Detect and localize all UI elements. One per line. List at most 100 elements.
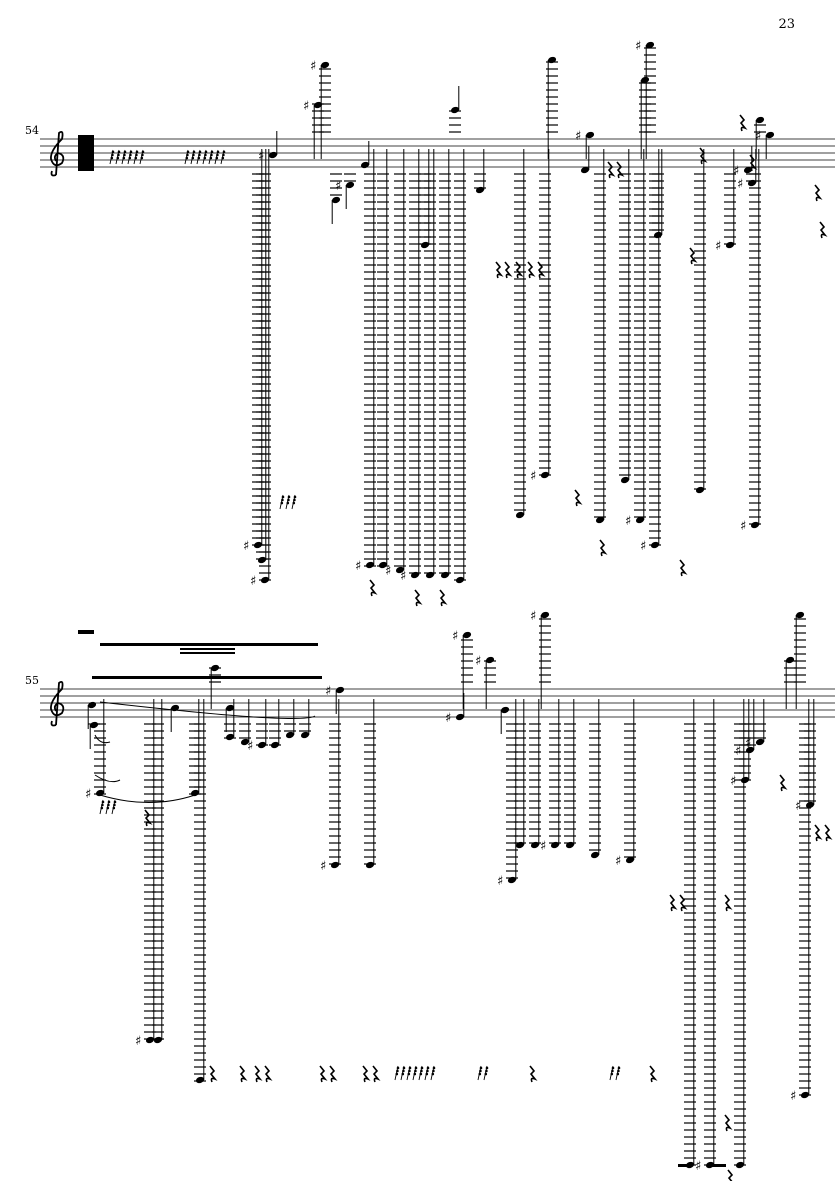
- notehead: [755, 738, 765, 746]
- rest-flag: [407, 1072, 411, 1076]
- notehead: [725, 241, 735, 249]
- notehead: [540, 611, 550, 619]
- notehead: [257, 741, 267, 749]
- quarter-rest-icon: [254, 1065, 263, 1083]
- rest-flag: [191, 156, 195, 160]
- notehead: [345, 181, 355, 189]
- rest-flag: [134, 156, 138, 160]
- notehead: [420, 241, 430, 249]
- rest-flag: [216, 150, 220, 154]
- rest-flag: [123, 150, 127, 154]
- notehead: [740, 776, 750, 784]
- quarter-rest-icon: [824, 824, 833, 842]
- rest-flag: [101, 800, 105, 804]
- notehead: [268, 151, 278, 159]
- sharp-icon: ♯: [635, 39, 641, 54]
- rest-flag: [113, 800, 117, 804]
- sharp-icon: ♯: [475, 654, 481, 669]
- rest-flag: [402, 1069, 405, 1073]
- notehead: [507, 876, 517, 884]
- sharp-icon: ♯: [640, 539, 646, 554]
- notehead: [750, 521, 760, 529]
- notehead: [580, 166, 590, 174]
- sharp-icon: ♯: [755, 129, 761, 144]
- rest-flag: [141, 150, 145, 154]
- quarter-rest-icon: [329, 1065, 338, 1083]
- notehead: [450, 106, 460, 114]
- notehead: [257, 556, 267, 564]
- rest-flag: [485, 1069, 488, 1073]
- rest-flag: [395, 1072, 399, 1076]
- slur: [94, 734, 121, 783]
- rest-flag: [432, 1069, 435, 1073]
- rest-flag: [122, 156, 126, 160]
- notehead: [515, 511, 525, 519]
- notehead: [765, 131, 775, 139]
- notehead: [795, 611, 805, 619]
- sharp-icon: ♯: [335, 179, 341, 194]
- half-rest: [678, 1164, 692, 1167]
- quarter-rest-icon: [369, 579, 378, 597]
- notehead: [225, 704, 235, 712]
- sharp-icon: ♯: [452, 629, 458, 644]
- notehead: [395, 566, 405, 574]
- rest-flag: [141, 153, 144, 157]
- rest-flag: [128, 156, 132, 160]
- rest-flag: [280, 501, 284, 505]
- sharp-icon: ♯: [247, 739, 253, 754]
- notehead: [440, 571, 450, 579]
- notehead: [365, 861, 375, 869]
- rest-flag: [420, 1069, 423, 1073]
- rest-flag: [117, 150, 121, 154]
- rest-flag: [112, 806, 116, 810]
- rest-flag: [484, 1072, 488, 1076]
- quarter-rest-icon: [319, 1065, 328, 1083]
- rest-flag: [292, 501, 296, 505]
- notehead: [331, 196, 341, 204]
- quarter-rest-icon: [819, 221, 828, 239]
- rest-flag: [101, 803, 104, 807]
- quarter-rest-icon: [144, 809, 153, 827]
- rest-flag: [287, 498, 290, 502]
- rest-flag: [396, 1066, 400, 1070]
- rest-flag: [479, 1069, 482, 1073]
- sharp-icon: ♯: [733, 164, 739, 179]
- rest-flag: [616, 1072, 620, 1076]
- quarter-rest-icon: [814, 824, 823, 842]
- notehead: [153, 1036, 163, 1044]
- notehead: [225, 733, 235, 741]
- rest-flag: [216, 153, 219, 157]
- notehead: [645, 41, 655, 49]
- rest-flag: [408, 1066, 412, 1070]
- rest-flag: [186, 150, 190, 154]
- rest-flag: [617, 1069, 620, 1073]
- treble-clef-icon: [50, 680, 65, 727]
- quarter-rest-icon: [209, 1065, 218, 1083]
- rest-flag: [293, 495, 297, 499]
- rest-flag: [198, 153, 201, 157]
- sharp-icon: ♯: [735, 744, 741, 759]
- rest-flag: [129, 153, 132, 157]
- notehead: [485, 656, 495, 664]
- rest-flag: [485, 1066, 489, 1070]
- half-rest: [712, 1164, 726, 1167]
- rest-flag: [192, 150, 196, 154]
- rest-flag: [611, 1066, 615, 1070]
- rest-flag: [222, 153, 225, 157]
- notehead: [500, 706, 510, 714]
- quarter-rest-icon: [779, 774, 788, 792]
- beam: [180, 652, 235, 654]
- rest-flag: [107, 803, 110, 807]
- rest-flag: [203, 156, 207, 160]
- notehead: [745, 746, 755, 754]
- notehead: [585, 131, 595, 139]
- quarter-rest-icon: [529, 1065, 538, 1083]
- quarter-rest-icon: [599, 539, 608, 557]
- rest-flag: [197, 156, 201, 160]
- whole-rest: [78, 630, 94, 634]
- rest-flag: [204, 150, 208, 154]
- rest-flag: [221, 156, 225, 160]
- rest-flag: [209, 156, 213, 160]
- rest-flag: [414, 1066, 418, 1070]
- notehead: [805, 801, 815, 809]
